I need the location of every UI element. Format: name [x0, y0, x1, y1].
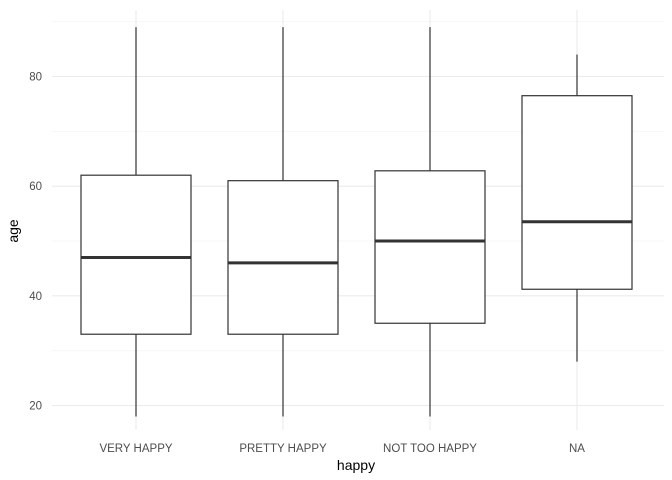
y-tick-label: 20	[29, 401, 42, 413]
box-pretty-happy	[227, 27, 339, 417]
y-tick-labels: 20 40 60 80	[29, 72, 42, 413]
x-tick-label: VERY HAPPY	[99, 443, 172, 455]
box-body	[80, 174, 192, 335]
x-tick-label: NA	[569, 443, 585, 455]
box-body	[374, 170, 486, 324]
x-axis-title: happy	[337, 457, 375, 473]
y-tick-label: 40	[29, 291, 42, 303]
y-tick-label: 80	[29, 72, 42, 84]
box-body	[227, 180, 339, 335]
box-na	[521, 54, 633, 362]
box-body	[521, 95, 633, 290]
y-axis-title: age	[5, 219, 21, 243]
x-tick-label: NOT TOO HAPPY	[383, 443, 477, 455]
x-tick-label: PRETTY HAPPY	[239, 443, 327, 455]
y-tick-label: 60	[29, 181, 42, 193]
box-not-too-happy	[374, 27, 486, 417]
box-very-happy	[80, 27, 192, 417]
box-layer	[80, 27, 633, 417]
x-tick-labels: VERY HAPPY PRETTY HAPPY NOT TOO HAPPY NA	[99, 443, 585, 455]
